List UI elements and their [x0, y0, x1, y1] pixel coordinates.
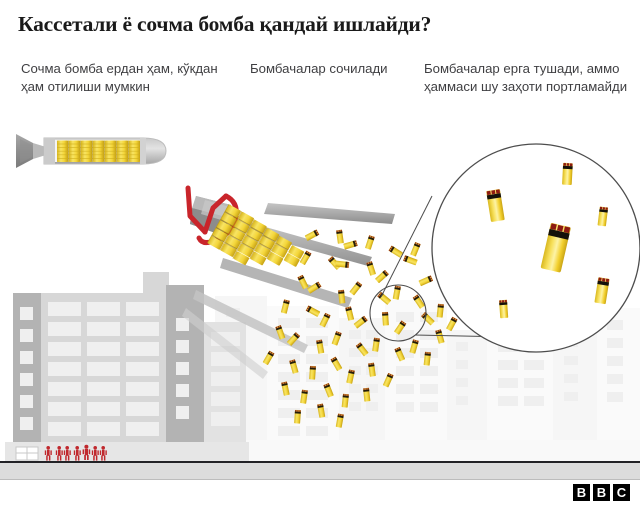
building-windows: [48, 302, 159, 436]
submunition-column: [207, 204, 305, 267]
footer-band: [0, 463, 640, 479]
page-title: Кассетали ё сочма бомба қандай ишлайди?: [18, 12, 432, 36]
bbc-logo-letter-1: B: [573, 484, 590, 501]
magnifier-focus-circle: [369, 284, 427, 342]
bbc-logo-letter-2: B: [593, 484, 610, 501]
foreground-building: [5, 272, 249, 462]
pedestrian-figures: [44, 444, 107, 461]
caption-launch-methods: Сочма бомба ердан ҳам, кўкдан ҳам отилиш…: [21, 61, 218, 94]
footer-rule: [0, 479, 640, 480]
bomb-tail-fins: [16, 134, 46, 168]
submunition-pack: [57, 140, 140, 162]
ground-line: [0, 461, 640, 463]
magnifier-detail-circle: [431, 143, 640, 353]
lobby-window: [15, 446, 39, 461]
caption-dispersal: Бомбачалар сочилади: [250, 61, 388, 76]
bbc-logo: B B C: [573, 484, 630, 501]
caption-unexploded: Бомбачалар ерга тушади, аммо ҳаммаси шу …: [424, 61, 628, 94]
opening-cluster-bomb: [182, 185, 395, 379]
bbc-logo-letter-3: C: [613, 484, 630, 501]
intact-cluster-bomb: [16, 134, 167, 168]
red-strap: [185, 185, 229, 235]
